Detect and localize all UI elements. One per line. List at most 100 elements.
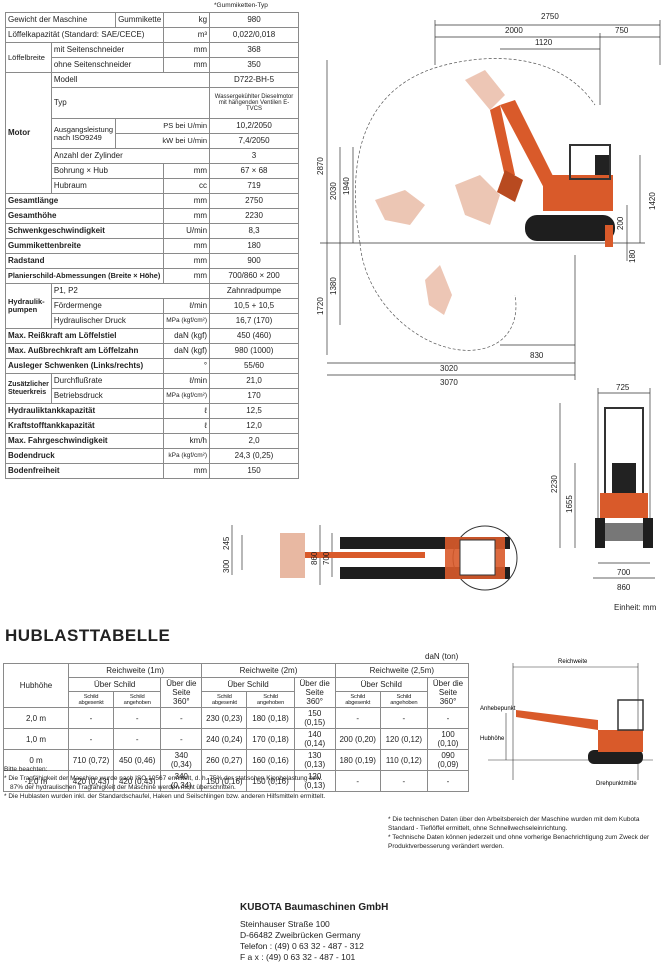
table-cell: 120 (0,12): [379, 728, 429, 750]
notes-right: * Die technischen Daten über den Arbeits…: [388, 815, 658, 851]
spec-value: 2750: [209, 193, 299, 209]
spec-label: Bohrung × Hub: [50, 163, 165, 179]
spec-value: 21,0: [209, 373, 299, 389]
spec-value: 24,3 (0,25): [209, 448, 299, 464]
notes-heading: Bitte beachten:: [4, 766, 48, 773]
table-cell: 100 (0,10): [427, 728, 469, 750]
column-header: Über die Seite 360°: [427, 677, 469, 708]
spec-value: 150: [209, 463, 299, 479]
table-row: Löffelbreite mit Seitenschneider mm 368: [5, 42, 299, 73]
fax-number: F a x : (49) 0 63 32 - 487 - 101: [240, 952, 356, 962]
spec-value: 12,0: [209, 418, 299, 434]
spec-unit: daN (kgf): [163, 328, 211, 344]
column-header: Schild angehoben: [379, 691, 429, 708]
spec-value: 180: [209, 238, 299, 254]
column-header: Über Schild: [334, 676, 429, 693]
spec-unit: mm: [163, 238, 211, 254]
table-cell: 110 (0,12): [379, 749, 429, 771]
table-cell: -: [379, 770, 429, 792]
table-cell: -: [379, 707, 429, 729]
spec-unit: daN (kgf): [163, 343, 211, 359]
spec-value: 12,5: [209, 403, 299, 419]
spec-value: 2230: [209, 208, 299, 224]
table-row: ohne Seitenschneider mm 350: [6, 57, 299, 73]
spec-unit: mm: [163, 208, 211, 224]
column-header: Schild abgesenkt: [201, 691, 248, 708]
table-cell: -: [113, 728, 162, 750]
spec-value: 2,0: [209, 433, 299, 449]
spec-unit: mm: [163, 253, 211, 269]
table-cell: 090 (0,09): [427, 749, 469, 771]
spec-unit: mm: [163, 57, 211, 73]
table-row: kW bei U/min 7,4/2050: [6, 133, 299, 149]
column-header: Schild abgesenkt: [334, 691, 381, 708]
table-row: Ausleger Schwenken (Links/rechts)°55/60: [4, 358, 299, 374]
spec-label: Durchflußrate: [50, 373, 165, 389]
dim-label: 725: [616, 383, 630, 392]
spec-value: 980: [209, 12, 299, 28]
spec-value: 10,2/2050: [209, 118, 299, 134]
table-cell: 2,0 m: [3, 707, 69, 729]
column-header: Reichweite (1m): [67, 663, 203, 678]
table-cell: -: [160, 728, 203, 750]
dim-label: 245: [222, 536, 231, 550]
spec-value: Wassergekühlter Dieselmotor mit hängende…: [209, 87, 299, 119]
spec-unit: mm: [163, 163, 211, 179]
spec-value: 719: [209, 178, 299, 194]
note-text: * Die Tragfähigkeit der Maschine wurde n…: [4, 775, 323, 782]
dim-label: 2230: [550, 475, 559, 493]
spec-unit: cc: [163, 178, 211, 194]
table-row: Planierschild-Abmessungen (Breite × Höhe…: [4, 268, 299, 284]
dim-label: 3020: [440, 364, 458, 373]
spec-note: *Gummiketten-Typ: [214, 2, 268, 9]
spec-label: Fördermenge: [50, 298, 165, 314]
spec-value: 0,022/0,018: [209, 27, 299, 43]
spec-label: Gesamthöhe: [4, 208, 165, 224]
spec-label: Hydrauliktankkapazität: [4, 403, 165, 419]
top-view-diagram: 300 245 860 700: [222, 525, 518, 591]
spec-unit: km/h: [163, 433, 211, 449]
spec-unit: ℓ/min: [163, 373, 211, 389]
spec-group: Hydraulik-pumpen: [5, 283, 52, 329]
table-cell: 200 (0,20): [334, 728, 381, 750]
table-row: Löffelkapazität (Standard: SAE/CECE) m³ …: [4, 27, 299, 43]
column-header: Hubhöhe: [3, 663, 69, 708]
spec-label: Hubraum: [50, 178, 165, 194]
table-cell: -: [67, 728, 115, 750]
spec-value: 3: [209, 148, 299, 164]
dim-label: 1655: [565, 495, 574, 513]
dim-label: 200: [616, 216, 625, 230]
table-row: Motor Modell D722-BH-5: [5, 72, 299, 194]
spec-value: 700/860 × 200: [209, 268, 299, 284]
diagram-label: Reichweite: [558, 659, 588, 665]
table-cell: 140 (0,14): [293, 728, 336, 750]
table-row: Zusätzlicher Steuerkreis Durchflußrate ℓ…: [5, 373, 299, 404]
spec-unit: MPa (kgf/cm²): [163, 388, 211, 404]
address-city: D-66482 Zweibrücken Germany: [240, 930, 361, 940]
lift-diagram: Reichweite Anhebepunkt Hubhöhe Drehpunkt…: [480, 659, 653, 787]
spec-unit: MPa (kgf/cm²): [163, 313, 211, 329]
spec-label: Kraftstofftankkapazität: [4, 418, 165, 434]
spec-unit: mm: [163, 463, 211, 479]
table-cell: -: [334, 707, 381, 729]
spec-table: Gewicht der Maschine Gummikette kg 980 L…: [4, 12, 299, 479]
table-row: 1,0 m---240 (0,24)170 (0,18)140 (0,14)20…: [3, 728, 469, 750]
spec-label: Planierschild-Abmessungen (Breite × Höhe…: [4, 268, 165, 284]
notes-left: Bitte beachten: * Die Tragfähigkeit der …: [4, 765, 384, 801]
spec-value: 980 (1000): [209, 343, 299, 359]
spec-value: 10,5 + 10,5: [209, 298, 299, 314]
spec-value: 7,4/2050: [209, 133, 299, 149]
spec-value: 450 (460): [209, 328, 299, 344]
spec-label: Schwenkgeschwindigkeit: [4, 223, 165, 239]
spec-group: Löffelbreite: [5, 42, 52, 73]
